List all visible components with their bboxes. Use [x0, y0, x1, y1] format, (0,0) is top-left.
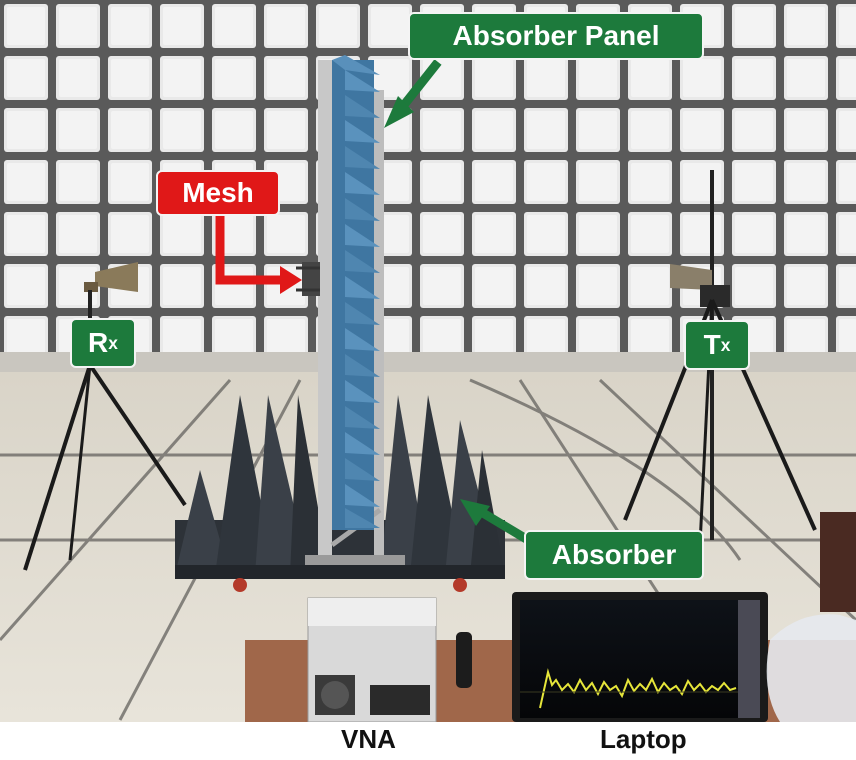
vna-instrument — [307, 597, 437, 722]
absorber-panel-arrow — [384, 59, 442, 128]
laptop-plot-trace — [539, 668, 737, 709]
rx-label-sub: x — [108, 332, 118, 353]
laptop — [512, 592, 768, 722]
plastic-bag — [766, 614, 856, 722]
anechoic-chamber-photo — [0, 0, 856, 722]
vna-caption: VNA — [341, 724, 396, 754]
absorber-label: Absorber — [524, 530, 704, 580]
mesh-holder — [296, 262, 320, 296]
laptop-caption: Laptop — [600, 724, 687, 754]
cable-device — [456, 632, 472, 688]
absorber-arrow — [460, 499, 531, 544]
absorber-label-text: Absorber — [551, 539, 677, 570]
rx-label-main: R — [88, 327, 109, 358]
absorber-panel-label: Absorber Panel — [408, 12, 704, 60]
mesh-label: Mesh — [156, 170, 280, 216]
tx-label-sub: x — [720, 334, 731, 355]
absorber-panel-label-text: Absorber Panel — [452, 20, 660, 51]
mesh-label-text: Mesh — [182, 177, 254, 208]
base-absorbers — [175, 395, 505, 592]
box — [820, 512, 856, 612]
blue-absorber-panel — [332, 55, 380, 530]
mesh-arrow — [215, 205, 302, 294]
tx-label-main: T — [703, 329, 721, 360]
